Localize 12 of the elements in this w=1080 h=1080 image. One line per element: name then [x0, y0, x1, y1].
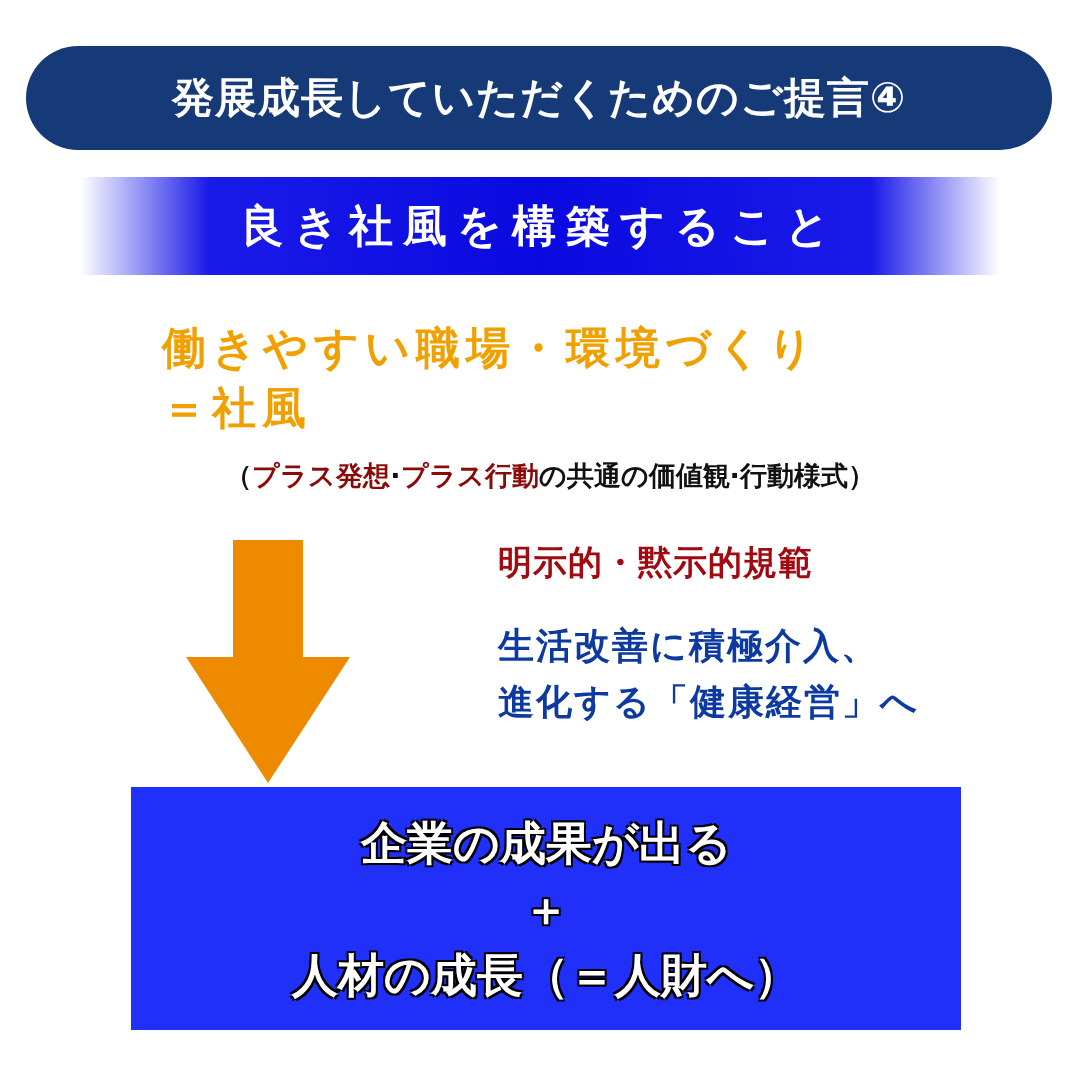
health-text: 生活改善に積極介入、進化する「健康経営」へ	[498, 624, 920, 724]
title-banner: 発展成長していただくためのご提言④	[26, 46, 1052, 150]
norm-text: 明示的・黙示的規範	[498, 541, 813, 584]
node-text: 企業の成果が出る	[360, 814, 732, 872]
node-text: 良き社風を構築すること	[240, 198, 840, 253]
heading-band	[80, 177, 1000, 275]
headline-text: 働きやすい職場・環境づくり＝社風	[162, 321, 820, 435]
note-text: （プラス発想·プラス行動の共通の価値観·行動様式）	[224, 459, 876, 493]
block-arrow	[186, 540, 350, 783]
node-text: 人材の成長（＝人財へ）	[292, 946, 800, 1004]
result-box	[131, 787, 961, 1030]
node-text: ＋	[523, 880, 569, 938]
